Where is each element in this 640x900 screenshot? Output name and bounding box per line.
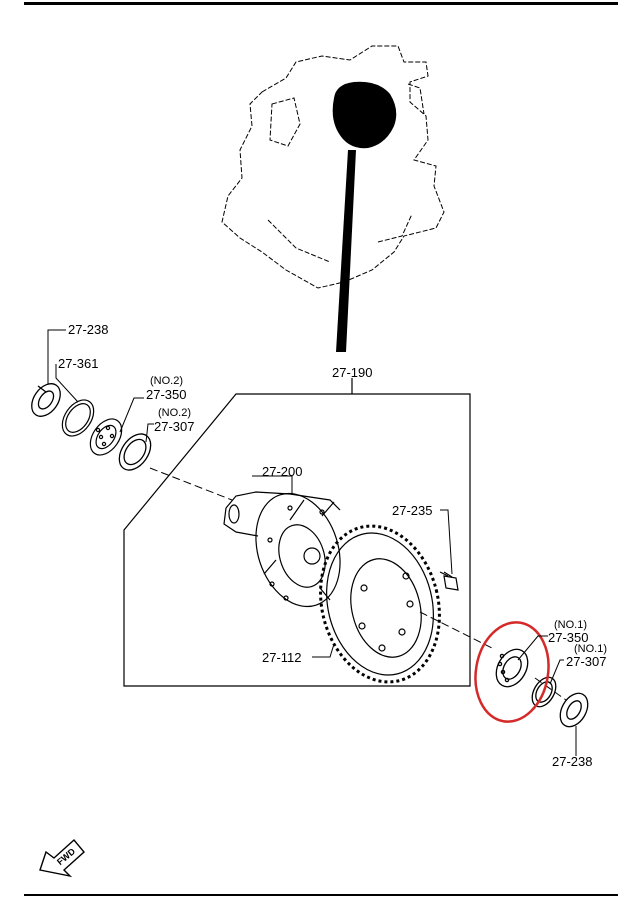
label-27-235: 27-235 — [392, 503, 432, 518]
fwd-arrow-icon: FWD — [39, 838, 85, 878]
label-27-350-no2-note: (NO.2) — [150, 375, 183, 387]
label-27-361: 27-361 — [58, 356, 98, 371]
bearing-no1-right — [495, 648, 529, 688]
differential-case — [223, 491, 341, 608]
label-27-307-no2-note: (NO.2) — [158, 407, 191, 419]
label-27-200: 27-200 — [262, 464, 302, 479]
label-27-350-no1-note: (NO.1) — [554, 619, 587, 631]
highlight-circle — [474, 621, 550, 723]
label-27-238-bottom: 27-238 — [552, 754, 592, 769]
label-27-350-no1: 27-350 — [548, 630, 588, 645]
ring-gear — [319, 524, 441, 684]
label-27-307-no2: 27-307 — [154, 419, 194, 434]
shim-27-361 — [61, 399, 95, 437]
assembly-frame-27-190 — [123, 378, 471, 687]
bottom-rule — [24, 894, 618, 896]
label-27-307-no1-note: (NO.1) — [574, 643, 607, 655]
housing-location-marker — [332, 81, 397, 352]
label-27-350-no2: 27-350 — [146, 387, 186, 402]
leader-lines — [47, 329, 577, 756]
transaxle-housing — [221, 45, 445, 289]
ring-gear-bolt — [439, 571, 459, 591]
top-rule — [24, 2, 618, 5]
bearing-no2-left — [89, 418, 123, 456]
label-27-238-top: 27-238 — [68, 322, 108, 337]
label-27-307-no1: 27-307 — [566, 654, 606, 669]
oil-seal-right — [559, 692, 589, 728]
label-27-190: 27-190 — [332, 365, 372, 380]
center-axis — [149, 467, 567, 701]
label-27-112: 27-112 — [262, 650, 302, 665]
oil-seal-left — [31, 383, 61, 417]
